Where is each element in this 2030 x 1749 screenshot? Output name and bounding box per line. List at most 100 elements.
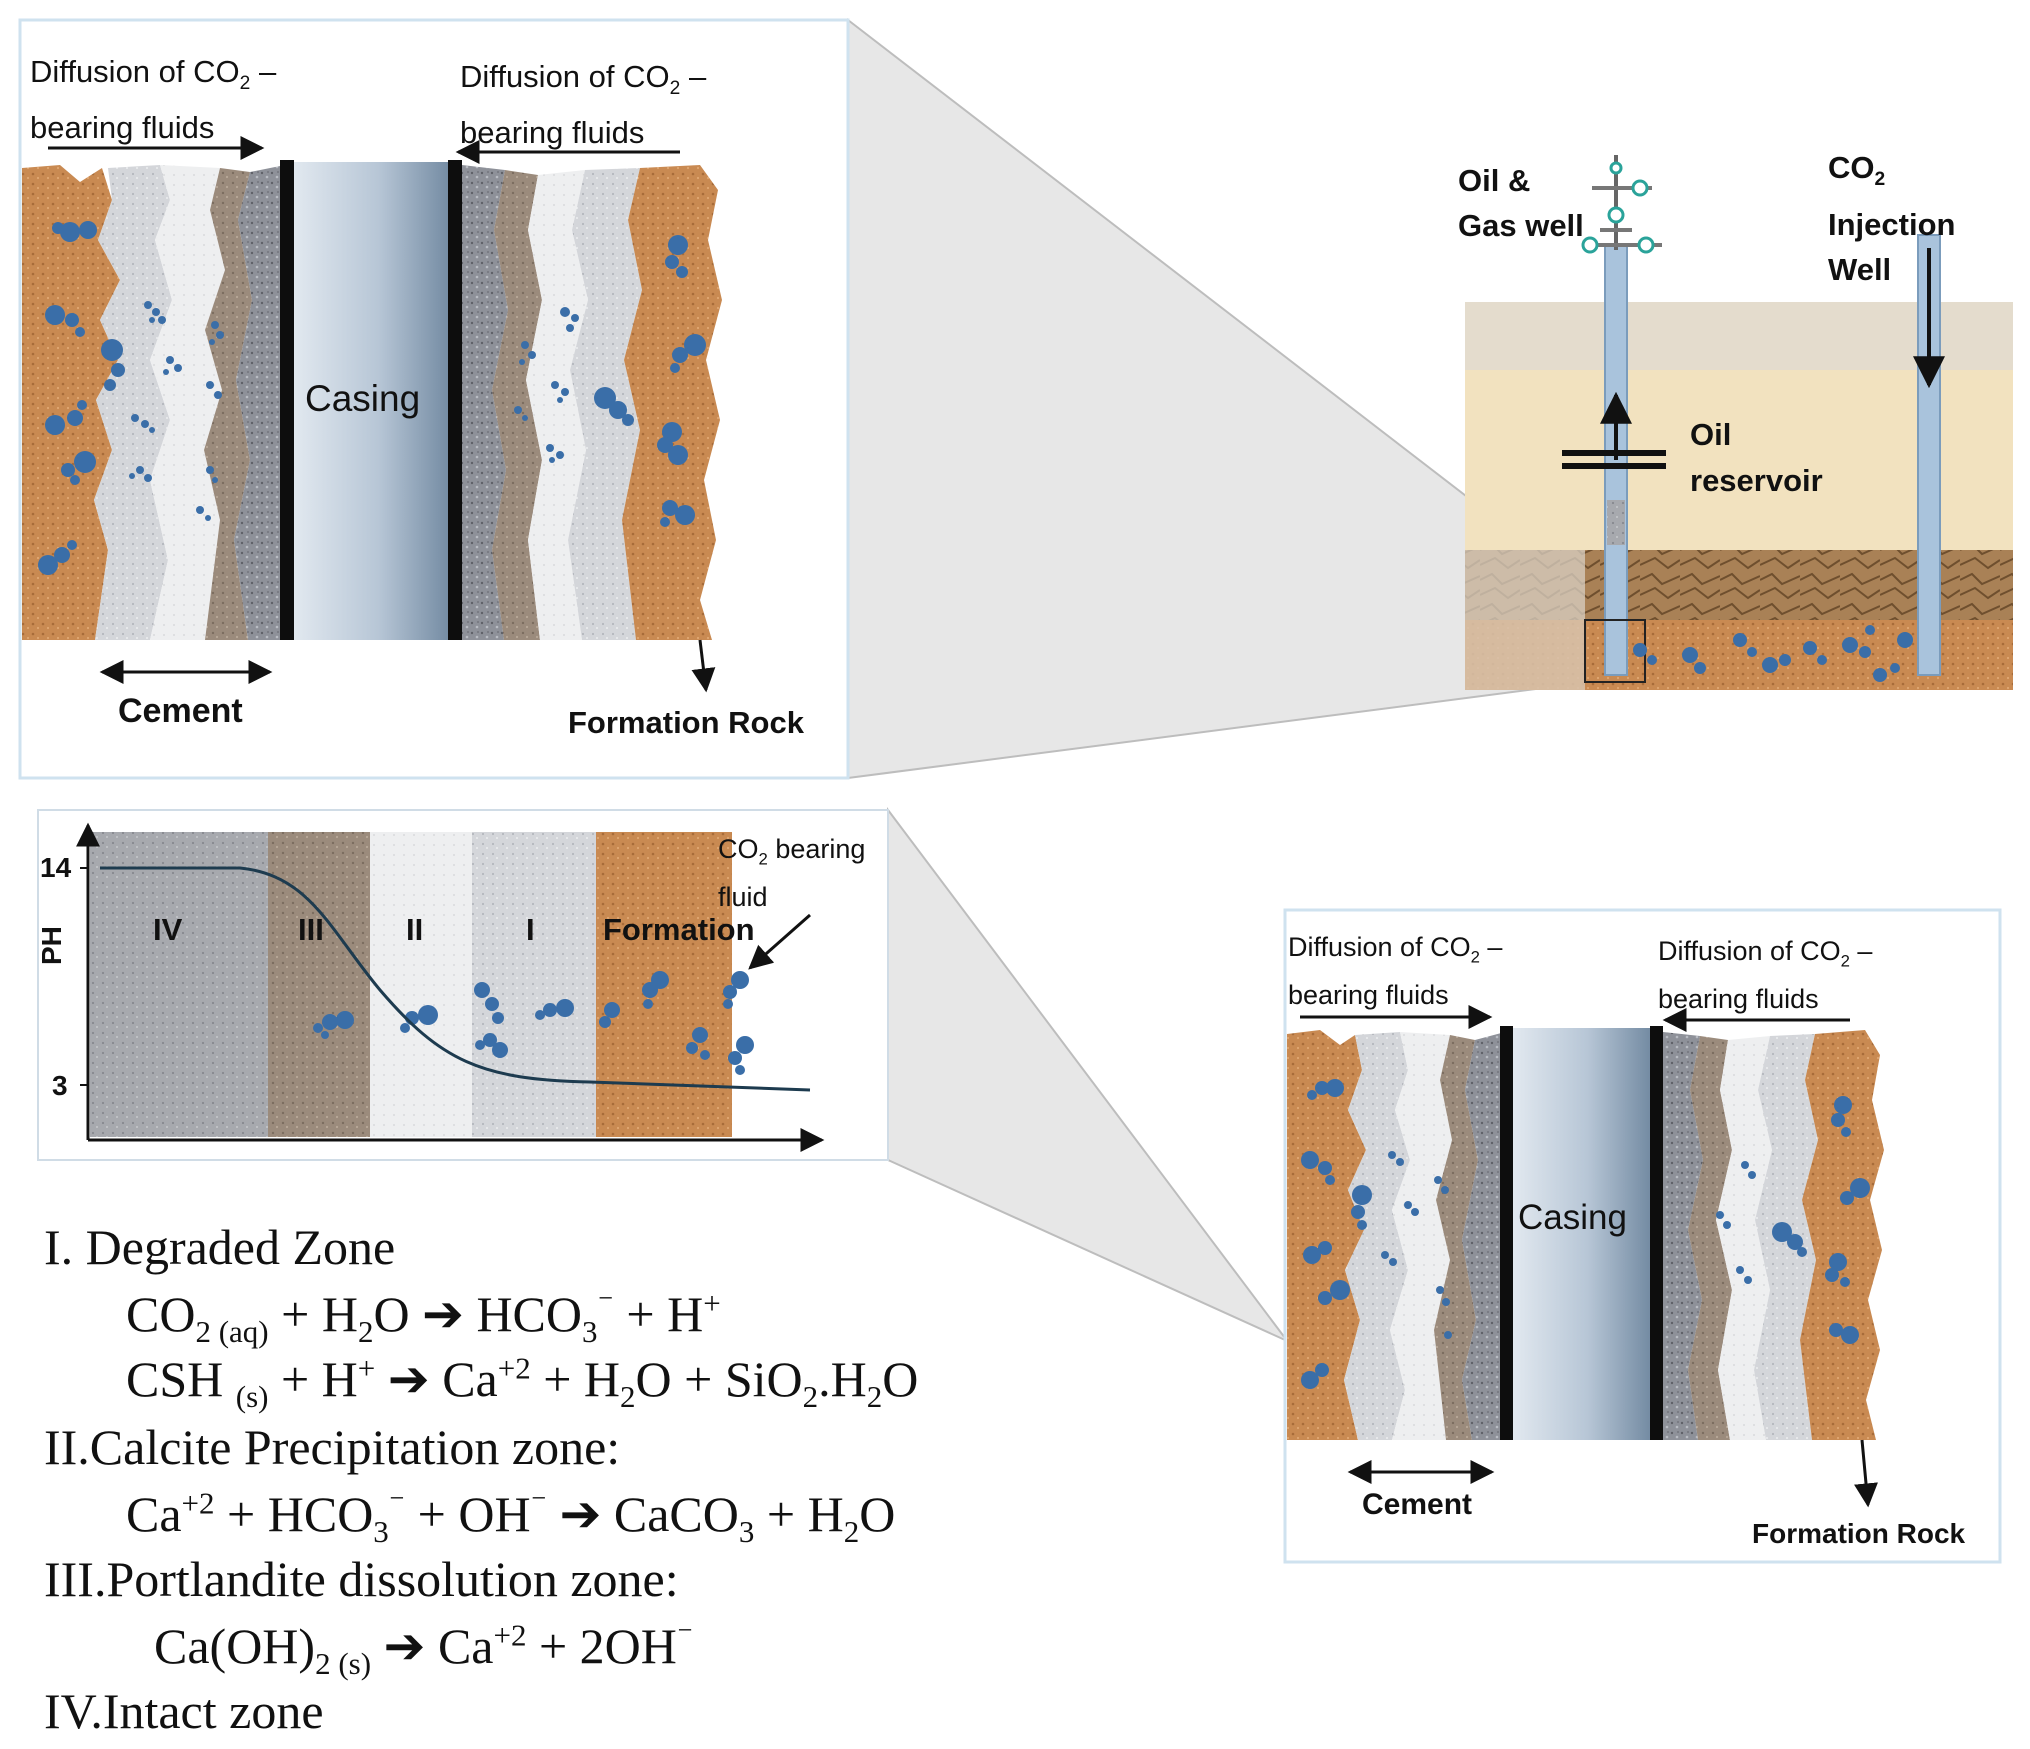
bubble xyxy=(657,437,673,453)
bubble xyxy=(566,324,574,332)
bubble xyxy=(1865,625,1875,635)
bubble xyxy=(1736,1266,1744,1274)
diffusion-label-right-b: Diffusion of CO2 – bearing fluids xyxy=(1658,936,1873,1015)
bubble xyxy=(551,381,559,389)
packer-line-2 xyxy=(1562,463,1666,469)
equation-2: CSH (s) + H+ ➔ Ca+2 + H2O + SiO2.H2O xyxy=(126,1350,919,1414)
bubble xyxy=(692,1027,708,1043)
bubble xyxy=(211,321,219,329)
casing-body xyxy=(285,162,455,640)
bubble xyxy=(1840,1277,1850,1287)
bubble xyxy=(522,415,528,421)
oil-well-cement-plug xyxy=(1607,500,1625,545)
bubble xyxy=(535,1010,545,1020)
bubble xyxy=(519,359,525,365)
shale-light-left xyxy=(1465,550,1585,620)
bubble xyxy=(75,327,85,337)
bubble xyxy=(660,517,670,527)
bubble xyxy=(1389,1258,1397,1266)
bubble xyxy=(1436,1286,1444,1294)
bubble xyxy=(74,451,96,473)
bubble xyxy=(79,221,97,239)
bubble xyxy=(65,313,79,327)
bubble xyxy=(549,457,555,463)
bubble xyxy=(1890,663,1900,673)
equation-1: CO2 (aq) + H2O ➔ HCO3⁻ + H+ xyxy=(126,1285,721,1349)
bubble xyxy=(528,351,536,359)
bubble xyxy=(209,339,215,345)
reservoir-diagram xyxy=(1465,155,2013,690)
cement-label: Cement xyxy=(118,692,243,730)
oil-gas-well-label: Oil &Gas well xyxy=(1458,163,1584,243)
zone-ii-label: II xyxy=(406,912,424,947)
packer-line-1 xyxy=(1562,450,1666,456)
bubble xyxy=(166,356,174,364)
bubble xyxy=(1307,1090,1317,1100)
ph-chart-bubbles xyxy=(313,971,754,1075)
valve-icon xyxy=(1637,236,1655,254)
reaction-arrow-icon: ➔ xyxy=(383,1618,426,1674)
callout-wedge-bottom xyxy=(887,807,1286,1342)
bubble xyxy=(136,466,144,474)
bubble xyxy=(599,1016,611,1028)
zone-iii-label: III xyxy=(298,912,324,947)
bubble xyxy=(662,500,678,516)
bubble xyxy=(546,444,554,452)
bubble xyxy=(336,1011,354,1029)
zone-4-title: IV.Intact zone xyxy=(44,1683,324,1739)
diffusion-label-left-b: Diffusion of CO2 – bearing fluids xyxy=(1288,932,1503,1011)
bubble xyxy=(1352,1185,1372,1205)
cement-brown-right-layer-b xyxy=(1688,1036,1732,1440)
cement-light-left-layer-b xyxy=(1344,1032,1410,1440)
bubble xyxy=(418,1005,438,1025)
bubble xyxy=(1723,1221,1731,1229)
bubble xyxy=(651,971,669,989)
bubble xyxy=(196,506,204,514)
bubble xyxy=(321,1031,329,1039)
bubble xyxy=(131,414,139,422)
zone-1-title: I. Degraded Zone xyxy=(44,1219,396,1275)
bubble xyxy=(1694,662,1706,674)
bubble xyxy=(1444,1331,1452,1339)
bubble xyxy=(77,400,87,410)
bubble xyxy=(557,397,563,403)
bubble xyxy=(543,1003,557,1017)
bubble xyxy=(129,473,135,479)
cement-brown-left-layer-b xyxy=(1434,1035,1478,1440)
bubble xyxy=(206,381,214,389)
cement-dark-left-layer-b xyxy=(1462,1032,1505,1440)
zone-iii-band xyxy=(268,832,370,1137)
formation-light-left xyxy=(1465,620,1585,690)
bubble xyxy=(1747,647,1757,657)
bubble xyxy=(676,266,688,278)
bubble xyxy=(1831,1113,1845,1127)
bubble xyxy=(1301,1371,1319,1389)
bottom-panel-layers xyxy=(1287,1026,1884,1440)
bubble xyxy=(212,477,218,483)
bubble xyxy=(1748,1171,1756,1179)
bubble xyxy=(1834,1096,1852,1114)
formation-zone-label: Formation xyxy=(603,912,755,947)
cement-white-left-layer-b xyxy=(1390,1032,1452,1440)
cement-dark-right-layer xyxy=(462,165,508,640)
bubble xyxy=(163,369,169,375)
cement-white-right-layer-b xyxy=(1716,1036,1772,1440)
cement-dark-right-layer-b xyxy=(1663,1032,1703,1440)
bubble xyxy=(735,1065,745,1075)
bubble xyxy=(571,314,579,322)
bubble xyxy=(604,1002,620,1018)
bubble xyxy=(1787,1234,1803,1250)
injection-well-pipe xyxy=(1917,234,1941,676)
formation-left-layer xyxy=(22,165,120,640)
bubble xyxy=(1840,1191,1854,1205)
bubble xyxy=(675,505,695,525)
cement-brown-right-layer xyxy=(492,170,542,640)
formation-rock-label-b: Formation Rock xyxy=(1752,1518,1966,1549)
bubble xyxy=(556,999,574,1017)
zone-2-title: II.Calcite Precipitation zone: xyxy=(44,1419,621,1475)
bubble xyxy=(45,305,65,325)
bubble xyxy=(665,255,679,269)
casing-wall-right-b xyxy=(1650,1026,1663,1440)
